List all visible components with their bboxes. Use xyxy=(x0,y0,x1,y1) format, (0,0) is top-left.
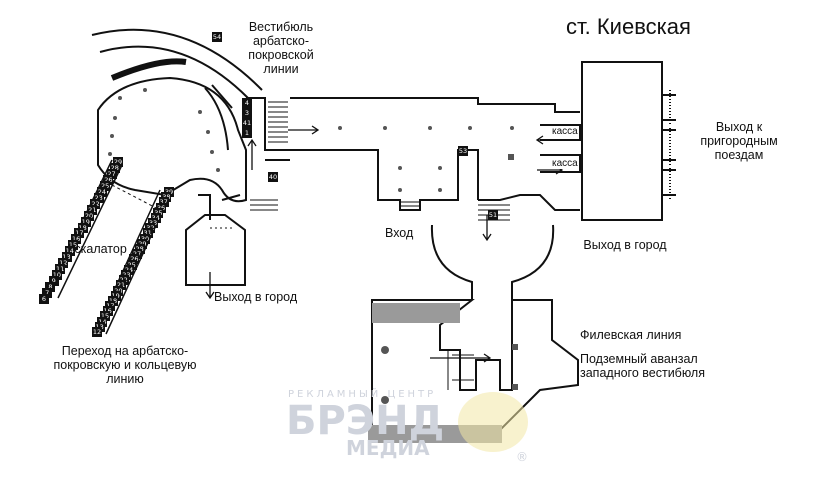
right-escalator-marker-6: 33 xyxy=(148,218,158,229)
left-exit xyxy=(185,214,246,286)
marker-3: 3 xyxy=(242,108,252,118)
right-escalator-marker-9: 30 xyxy=(140,233,150,244)
right-escalator-marker-4: 35 xyxy=(153,207,164,218)
marker-41: 41 xyxy=(242,118,252,128)
left-escalator-marker-13: 16 xyxy=(71,234,82,245)
label-kassa-bottom: касса xyxy=(552,158,578,169)
label-exit-city-left: Выход в город xyxy=(214,290,298,304)
right-escalator-marker-22: 17 xyxy=(105,301,116,312)
watermark-line2: БРЭНД xyxy=(286,398,445,444)
label-kassa-top: касса xyxy=(552,126,578,137)
right-escalator-marker-14: 25 xyxy=(126,259,137,270)
right-escalator-marker-20: 19 xyxy=(110,290,121,301)
round-hall xyxy=(97,76,247,203)
right-escalator-marker-18: 21 xyxy=(116,280,126,291)
left-escalator-marker-14: 15 xyxy=(67,240,78,251)
page-title: ст. Киевская xyxy=(566,14,691,39)
watermark-line3: МЕДИА xyxy=(346,436,430,460)
right-escalator-marker-2: 37 xyxy=(158,197,169,208)
left-escalator-marker-21: 8 xyxy=(45,282,56,293)
left-escalator-marker-6: 23 xyxy=(93,192,104,203)
right-escalator-marker-15: 24 xyxy=(124,264,134,275)
left-escalator-marker-20: 9 xyxy=(48,276,59,287)
label-escalator: эскалатор xyxy=(68,242,127,256)
label-vestibule-arbatsko: Вестибюль арбатско- покровской линии xyxy=(248,20,314,76)
right-escalator-marker-27: 12 xyxy=(92,327,102,337)
right-escalator-marker-7: 32 xyxy=(145,223,156,234)
right-escalator-marker-12: 27 xyxy=(132,249,142,260)
right-escalator-marker-21: 18 xyxy=(108,295,118,306)
left-escalator-marker-23: 6 xyxy=(39,294,49,304)
right-escalator-marker-13: 26 xyxy=(129,254,140,265)
left-escalator-marker-10: 19 xyxy=(80,216,91,227)
left-escalator-marker-11: 18 xyxy=(77,222,88,233)
right-escalator-marker-10: 29 xyxy=(137,238,148,249)
left-escalator-marker-3: 26 xyxy=(103,174,114,185)
left-escalator-marker-1: 28 xyxy=(109,162,120,173)
upper-corridor xyxy=(290,97,580,113)
marker-4: 4 xyxy=(242,98,252,108)
right-escalator-marker-8: 31 xyxy=(142,228,153,239)
left-escalator-marker-12: 17 xyxy=(74,228,85,239)
marker-51: 51 xyxy=(488,210,498,220)
gray-band-top xyxy=(372,303,460,323)
left-escalator-marker-5: 24 xyxy=(96,186,107,197)
marker-1: 1 xyxy=(242,128,252,138)
left-escalator-marker-19: 10 xyxy=(51,270,62,281)
right-escalator-marker-3: 36 xyxy=(156,202,166,213)
left-escalator-marker-4: 25 xyxy=(100,180,111,191)
right-escalator-marker-16: 23 xyxy=(121,269,132,280)
left-escalator-marker-16: 13 xyxy=(61,252,72,263)
right-escalator-marker-19: 20 xyxy=(113,285,124,296)
right-escalator-marker-25: 14 xyxy=(97,316,108,327)
hall-inner-curve xyxy=(204,87,229,151)
right-escalator-marker-17: 22 xyxy=(118,275,129,286)
right-escalator-marker-0: 39 xyxy=(164,187,174,197)
label-exit-city-right: Выход в город xyxy=(583,238,667,252)
left-escalator-marker-22: 7 xyxy=(42,288,53,299)
left-escalator-marker-15: 14 xyxy=(64,246,75,257)
left-escalator-marker-17: 12 xyxy=(58,258,69,269)
watermark-mark: ® xyxy=(516,450,528,464)
vestibule-inner-arc xyxy=(99,45,249,99)
label-entrance: Вход xyxy=(385,226,414,240)
vestibule-arc-band xyxy=(110,58,187,81)
marker-40: 40 xyxy=(268,172,278,182)
vestibule-outer-arc xyxy=(91,28,263,91)
watermark-emblem-icon xyxy=(458,392,528,452)
label-exit-suburban: Выход к пригородным поездам xyxy=(700,120,778,162)
label-underground-hall: Подземный аванзал западного вестибюля xyxy=(580,352,705,380)
label-transfer: Переход на арбатско- покровскую и кольце… xyxy=(53,344,197,386)
right-escalator-marker-11: 28 xyxy=(134,244,145,255)
lower-connector xyxy=(430,224,555,300)
left-escalator-marker-0: 29 xyxy=(113,157,123,167)
label-filevskaya: Филевская линия xyxy=(580,328,682,342)
left-escalator-marker-9: 20 xyxy=(84,210,95,221)
right-hall xyxy=(581,61,663,221)
right-escalator-marker-26: 13 xyxy=(94,321,105,332)
marker-53: 53 xyxy=(458,146,468,156)
left-escalator-marker-8: 21 xyxy=(87,204,98,215)
underground-hall xyxy=(371,299,579,431)
marker-54: 54 xyxy=(212,32,222,42)
left-escalator-marker-18: 11 xyxy=(55,264,66,275)
right-escalator-marker-1: 38 xyxy=(161,192,172,203)
right-escalator-marker-24: 15 xyxy=(100,311,110,322)
left-escalator-marker-2: 27 xyxy=(106,168,117,179)
right-escalator-marker-5: 34 xyxy=(150,212,161,223)
right-escalator-marker-23: 16 xyxy=(102,306,113,317)
left-escalator-marker-7: 22 xyxy=(90,198,101,209)
watermark-line1: РЕКЛАМНЫЙ ЦЕНТР xyxy=(288,389,437,400)
